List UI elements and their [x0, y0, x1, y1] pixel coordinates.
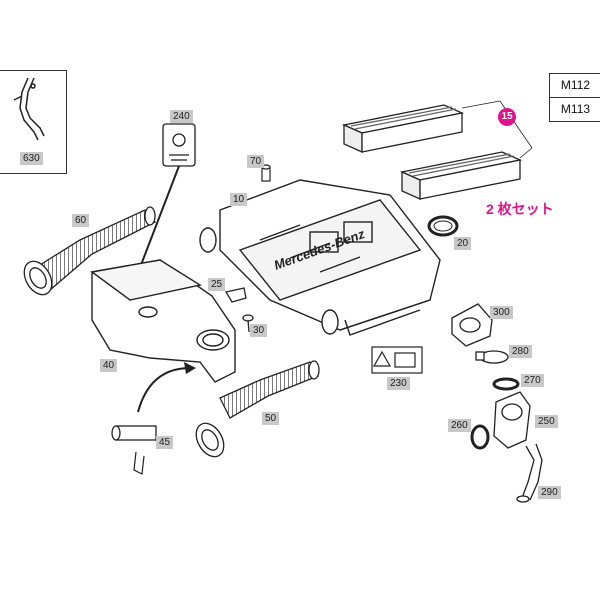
ring-270 — [492, 377, 520, 391]
intake-hose-60 — [23, 206, 157, 296]
part-tag-240: 240 — [170, 110, 193, 123]
part-tag-230: 230 — [387, 377, 410, 390]
seal-ring-20 — [427, 215, 459, 237]
clip-25 — [224, 287, 247, 303]
part-tag-10: 10 — [230, 193, 248, 206]
set-note: 2 枚セット — [486, 201, 554, 217]
pipe-45 — [111, 425, 161, 449]
part-tag-20: 20 — [454, 237, 472, 250]
hose-290 — [516, 443, 543, 503]
bracket-630 — [13, 77, 45, 141]
part-tag-260: 260 — [448, 419, 471, 432]
part-tag-270: 270 — [521, 374, 544, 387]
screw-30 — [242, 314, 254, 333]
model-m112: M112 — [549, 73, 600, 98]
air-duct-40 — [90, 259, 236, 383]
part-tag-45: 45 — [156, 436, 174, 449]
housing-250 — [493, 391, 531, 449]
sensor-300 — [451, 303, 493, 347]
part-tag-60: 60 — [72, 214, 90, 227]
part-tag-300: 300 — [490, 306, 513, 319]
part-tag-25: 25 — [208, 278, 226, 291]
part-tag-30: 30 — [250, 324, 268, 337]
part-tag-70: 70 — [247, 155, 265, 168]
intake-hose-50 — [195, 360, 320, 458]
part-tag-290: 290 — [538, 486, 561, 499]
model-m113: M113 — [549, 97, 600, 122]
clamp-45 — [133, 451, 145, 475]
part-tag-50: 50 — [262, 412, 280, 425]
callout-15: 15 — [498, 108, 516, 126]
part-tag-250: 250 — [535, 415, 558, 428]
clamp-280 — [475, 350, 509, 364]
warning-label-230 — [371, 346, 423, 374]
part-tag-40: 40 — [100, 359, 118, 372]
label-icon-240 — [162, 123, 196, 167]
part-tag-630: 630 — [20, 152, 43, 165]
ring-260 — [470, 424, 490, 450]
part-tag-280: 280 — [509, 345, 532, 358]
inset-frame — [0, 70, 67, 174]
air-filter-housing: Mercedes-Benz — [199, 179, 441, 336]
